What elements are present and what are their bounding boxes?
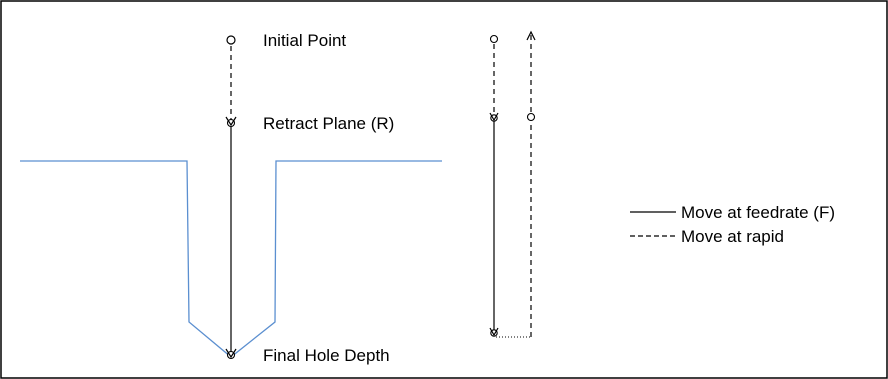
final-hole-depth-label: Final Hole Depth [263,346,390,365]
cycle-start-marker [489,34,499,44]
cycle-return-marker [526,112,536,122]
cycle-up-arrowhead [526,30,536,41]
cycle-retract-marker [489,112,499,122]
retract-point-marker [225,116,237,128]
final-depth-marker [225,348,237,360]
cycle-depth-marker [489,327,499,337]
legend: Move at feedrate (F) Move at rapid [630,203,835,246]
retract-plane-label: Retract Plane (R) [263,114,394,133]
legend-rapid-label: Move at rapid [681,227,784,246]
initial-point-label: Initial Point [263,31,346,50]
legend-feed-label: Move at feedrate (F) [681,203,835,222]
initial-point-marker [226,35,236,45]
